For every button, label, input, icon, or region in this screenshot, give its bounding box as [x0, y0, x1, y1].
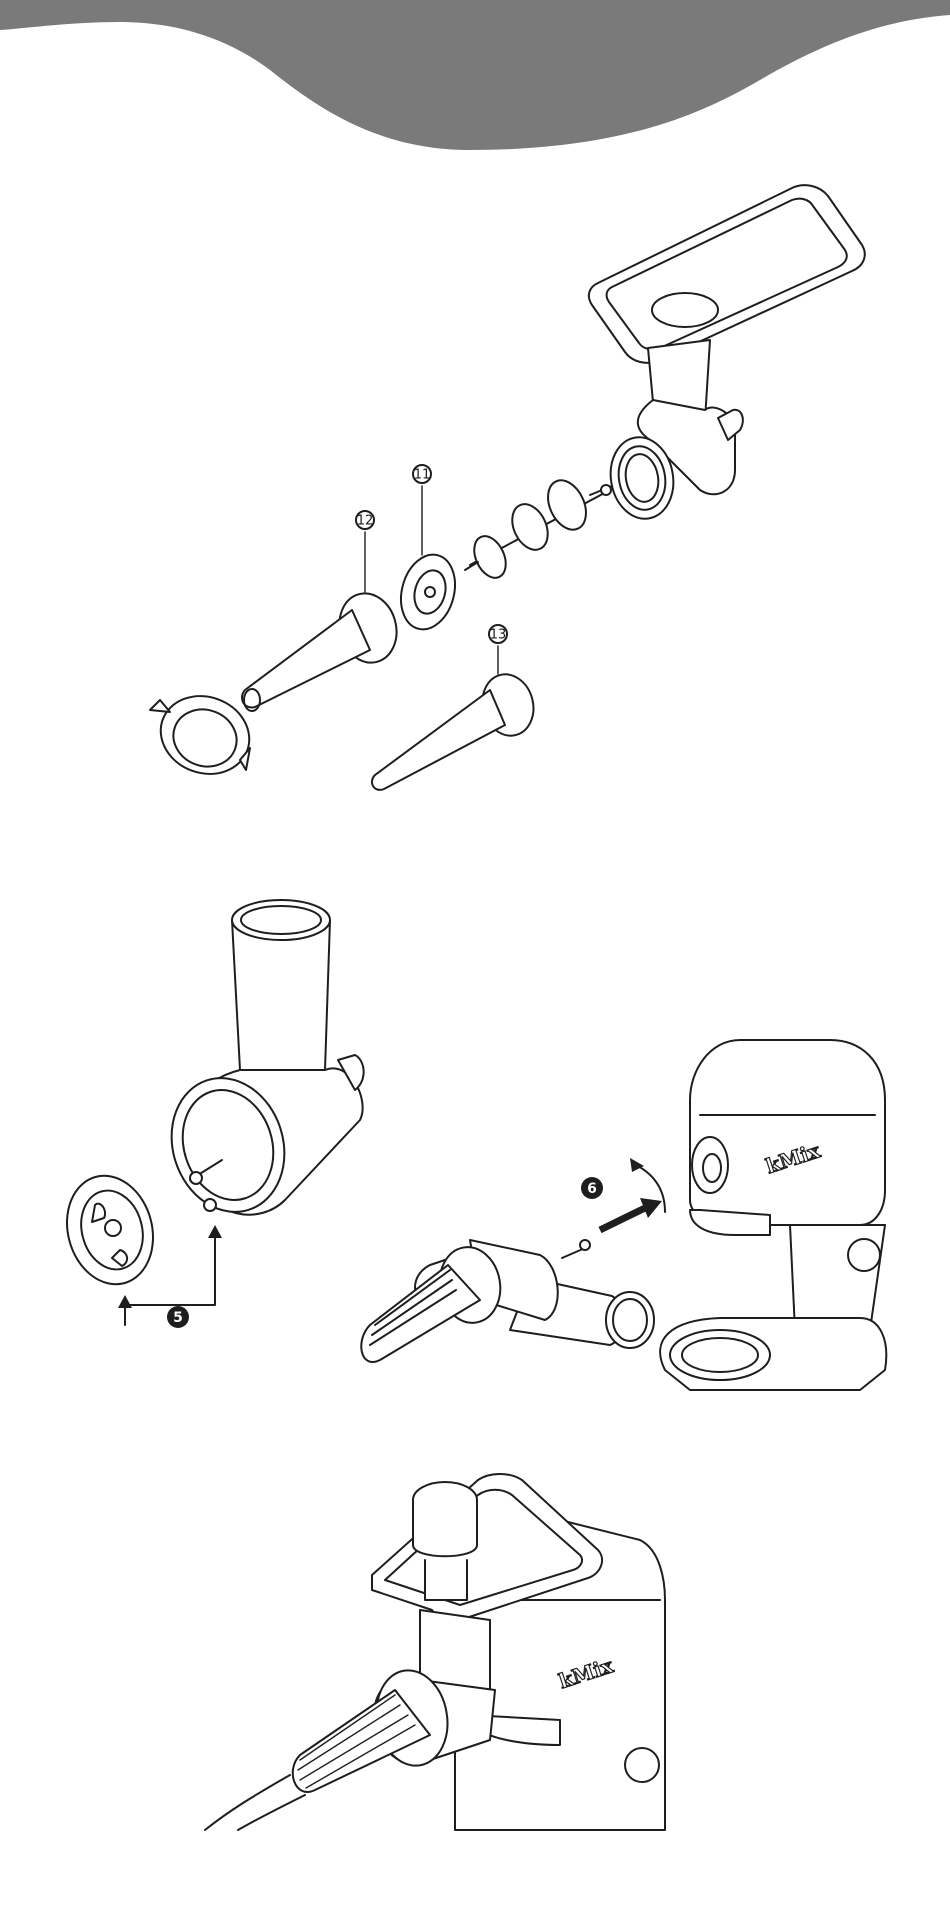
grinder-mounted — [205, 1610, 495, 1830]
